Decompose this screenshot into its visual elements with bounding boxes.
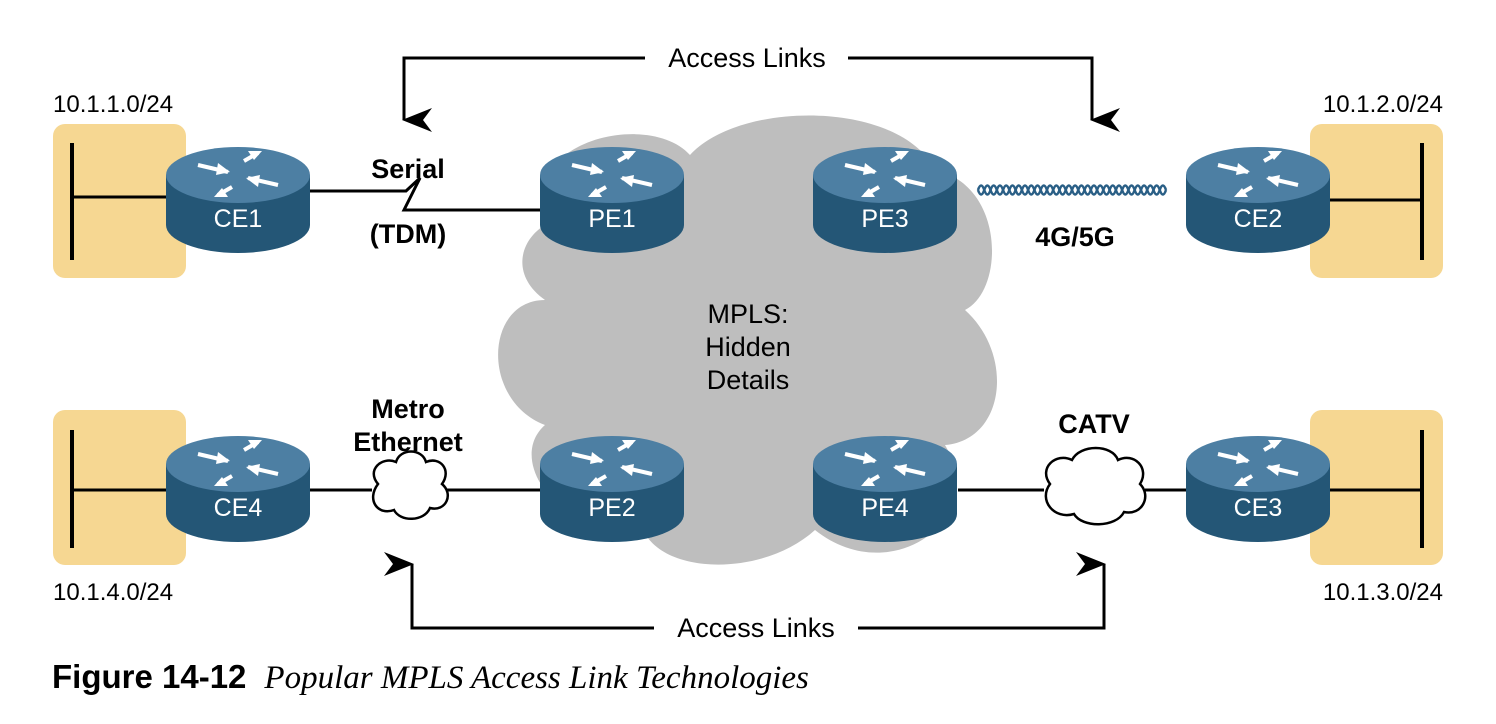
router-arrows-icon	[1217, 151, 1299, 197]
site-1-subnet: 10.1.1.0/24	[53, 91, 173, 118]
wireless-link-shadow	[976, 184, 1168, 196]
router-pe3-label: PE3	[861, 205, 908, 233]
cloud-text-line-1: MPLS:	[707, 299, 788, 329]
router-pe4-label: PE4	[861, 494, 908, 522]
router-top	[166, 436, 310, 492]
router-top	[540, 436, 684, 492]
router-arrows-icon	[844, 151, 926, 197]
router-top	[1186, 436, 1330, 492]
wireless-label: 4G/5G	[1035, 222, 1115, 252]
router-pe3: PE3	[813, 147, 957, 253]
router-ce2: CE2	[1186, 147, 1330, 253]
router-arrows-icon	[197, 151, 279, 197]
top-access-links-label: Access Links	[668, 43, 826, 73]
router-arrows-icon	[1217, 440, 1299, 486]
router-arrows-icon	[197, 440, 279, 486]
router-top	[540, 147, 684, 203]
figure-title: Popular MPLS Access Link Technologies	[264, 660, 809, 696]
bottom-access-links-label: Access Links	[677, 613, 835, 643]
catv-cloud	[1044, 446, 1147, 526]
router-pe1: PE1	[540, 147, 684, 253]
site-box-4	[53, 410, 186, 565]
router-top	[813, 436, 957, 492]
site-box-3	[1310, 410, 1443, 565]
serial-link	[310, 176, 540, 212]
cloud-text-line-3: Details	[707, 365, 790, 395]
site-box-1	[53, 124, 186, 278]
metro-ethernet-cloud	[371, 450, 449, 520]
figure-number: Figure 14-12	[52, 658, 247, 695]
router-ce4: CE4	[166, 436, 310, 542]
router-arrows-icon	[571, 151, 653, 197]
site-box-2	[1310, 124, 1443, 278]
router-ce1-label: CE1	[214, 205, 263, 233]
router-ce4-label: CE4	[214, 494, 263, 522]
catv-label: CATV	[1058, 409, 1130, 439]
cloud-text-line-2: Hidden	[705, 332, 791, 362]
serial-label: Serial	[371, 154, 445, 184]
router-pe2-label: PE2	[588, 494, 635, 522]
bottom-access-links-arrow: Access Links	[384, 552, 1106, 643]
router-arrows-icon	[571, 440, 653, 486]
router-ce3-label: CE3	[1234, 494, 1283, 522]
site-2-subnet: 10.1.2.0/24	[1323, 91, 1443, 118]
router-pe2: PE2	[540, 436, 684, 542]
site-4-subnet: 10.1.4.0/24	[53, 579, 173, 606]
router-pe1-label: PE1	[588, 205, 635, 233]
router-top	[166, 147, 310, 203]
figure-caption: Figure 14-12 Popular MPLS Access Link Tec…	[52, 658, 809, 697]
router-pe4: PE4	[813, 436, 957, 542]
router-ce2-label: CE2	[1234, 205, 1283, 233]
top-access-links-arrow: Access Links	[402, 43, 1120, 132]
router-ce3: CE3	[1186, 436, 1330, 542]
router-ce1: CE1	[166, 147, 310, 253]
site-3-subnet: 10.1.3.0/24	[1323, 579, 1443, 606]
router-top	[1186, 147, 1330, 203]
router-arrows-icon	[844, 440, 926, 486]
router-top	[813, 147, 957, 203]
metro-label-line-1: Metro	[371, 394, 445, 424]
metro-label-line-2: Ethernet	[353, 427, 463, 457]
tdm-label: (TDM)	[370, 219, 446, 249]
